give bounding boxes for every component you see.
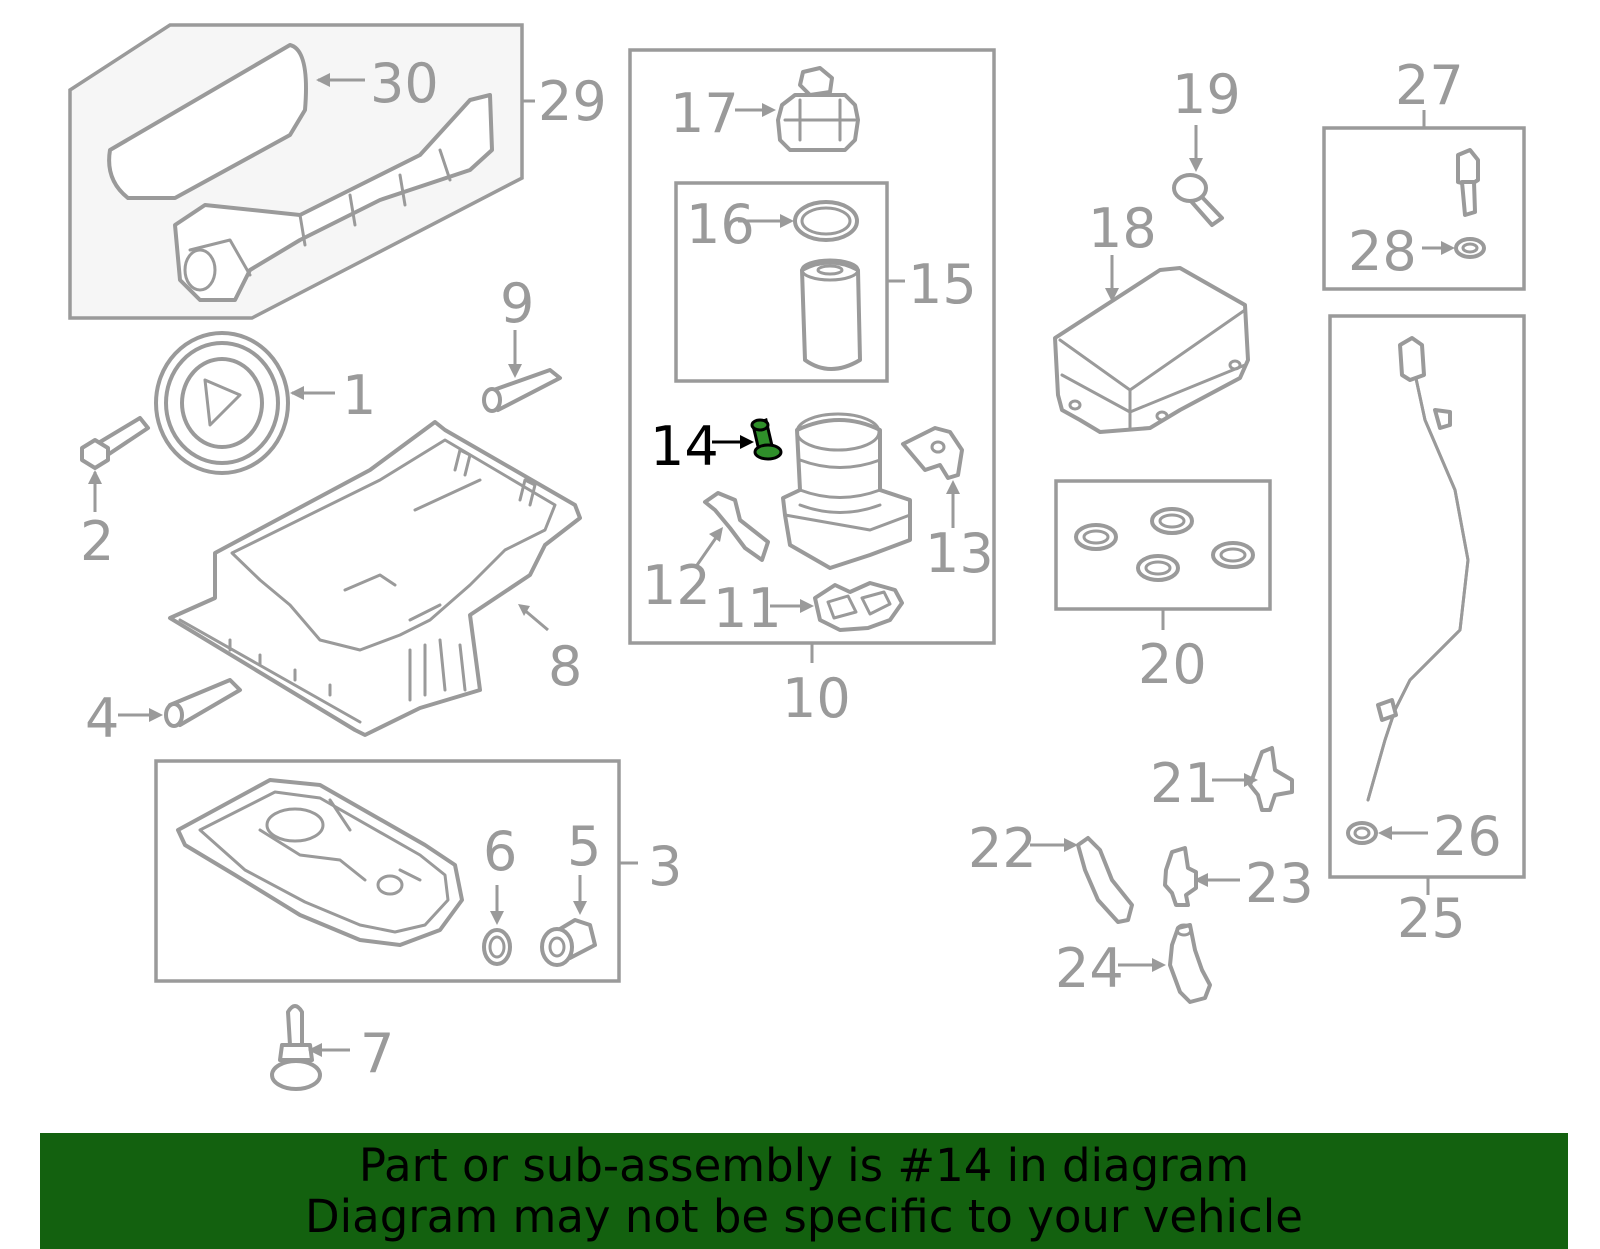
callout-13[interactable]: 13	[925, 522, 994, 585]
part-11-gasket	[813, 581, 904, 632]
callout-22[interactable]: 22	[968, 817, 1037, 880]
part-29-intake	[173, 93, 494, 302]
callout-30[interactable]: 30	[370, 52, 439, 115]
part-14-bolt[interactable]	[750, 417, 783, 461]
callout-6[interactable]: 6	[483, 820, 517, 883]
callout-24[interactable]: 24	[1055, 937, 1124, 1000]
callout-28[interactable]: 28	[1348, 220, 1417, 283]
info-banner: Part or sub-assembly is #14 in diagram D…	[40, 1133, 1568, 1249]
callout-27[interactable]: 27	[1395, 54, 1464, 117]
part-30-cover	[107, 43, 308, 200]
callout-3[interactable]: 3	[648, 835, 682, 898]
part-group-25: 26 25	[1328, 314, 1526, 950]
group-box-25	[1328, 314, 1526, 879]
part-1-pulley: 1	[154, 331, 376, 475]
callout-12[interactable]: 12	[642, 554, 711, 617]
callout-21[interactable]: 21	[1150, 752, 1219, 815]
callout-26[interactable]: 26	[1433, 805, 1502, 868]
callout-5[interactable]: 5	[567, 815, 601, 878]
callout-19[interactable]: 19	[1172, 63, 1241, 126]
callout-10[interactable]: 10	[782, 667, 851, 730]
part-6-washer	[482, 928, 512, 966]
part-21-sensor: 21	[1150, 746, 1294, 815]
callout-8[interactable]: 8	[548, 635, 582, 698]
callout-25[interactable]: 25	[1397, 887, 1466, 950]
part-15-filter-element	[800, 260, 862, 371]
banner-line-1: Part or sub-assembly is #14 in diagram	[358, 1139, 1250, 1192]
callout-20[interactable]: 20	[1138, 633, 1207, 696]
part-23-sensor: 23	[1163, 846, 1314, 915]
part-12-pipe	[703, 491, 770, 562]
part-group-29: 30 29	[68, 23, 607, 320]
part-4-dowel: 4	[85, 678, 242, 750]
part-9-dowel: 9	[482, 272, 562, 413]
part-group-20: 20	[1054, 479, 1272, 696]
part-7-sensor: 7	[270, 1004, 394, 1091]
part-8-oil-pan: 8	[168, 420, 582, 737]
callout-14[interactable]: 14	[650, 415, 719, 478]
part-26-seal	[1346, 821, 1378, 845]
callout-7[interactable]: 7	[360, 1022, 394, 1085]
part-24-sensor: 24	[1055, 923, 1212, 1004]
callout-11[interactable]: 11	[713, 577, 782, 640]
part-19-bolt: 19	[1172, 63, 1241, 227]
callout-16[interactable]: 16	[686, 193, 755, 256]
callout-29[interactable]: 29	[538, 70, 607, 133]
callout-17[interactable]: 17	[670, 82, 739, 145]
group-box-3	[154, 759, 621, 983]
part-group-10: 10 17 16 15 14	[628, 48, 996, 730]
callout-4[interactable]: 4	[85, 687, 119, 750]
callout-18[interactable]: 18	[1088, 197, 1157, 260]
part-13-bracket	[901, 426, 964, 480]
callout-23[interactable]: 23	[1245, 852, 1314, 915]
part-25-dipstick-tube	[1366, 358, 1470, 802]
part-group-27: 27 28	[1322, 54, 1526, 291]
callout-1[interactable]: 1	[342, 364, 376, 427]
part-group-3: 6 5 3	[154, 759, 682, 983]
callout-9[interactable]: 9	[500, 272, 534, 335]
banner-line-2: Diagram may not be specific to your vehi…	[305, 1190, 1303, 1243]
part-17-filter-cap	[776, 93, 860, 152]
callout-15[interactable]: 15	[908, 253, 977, 316]
part-18-oil-cooler: 18	[1053, 197, 1250, 434]
callout-2[interactable]: 2	[80, 510, 114, 573]
part-2-bolt: 2	[80, 416, 150, 573]
part-22-sensor: 22	[968, 817, 1134, 924]
